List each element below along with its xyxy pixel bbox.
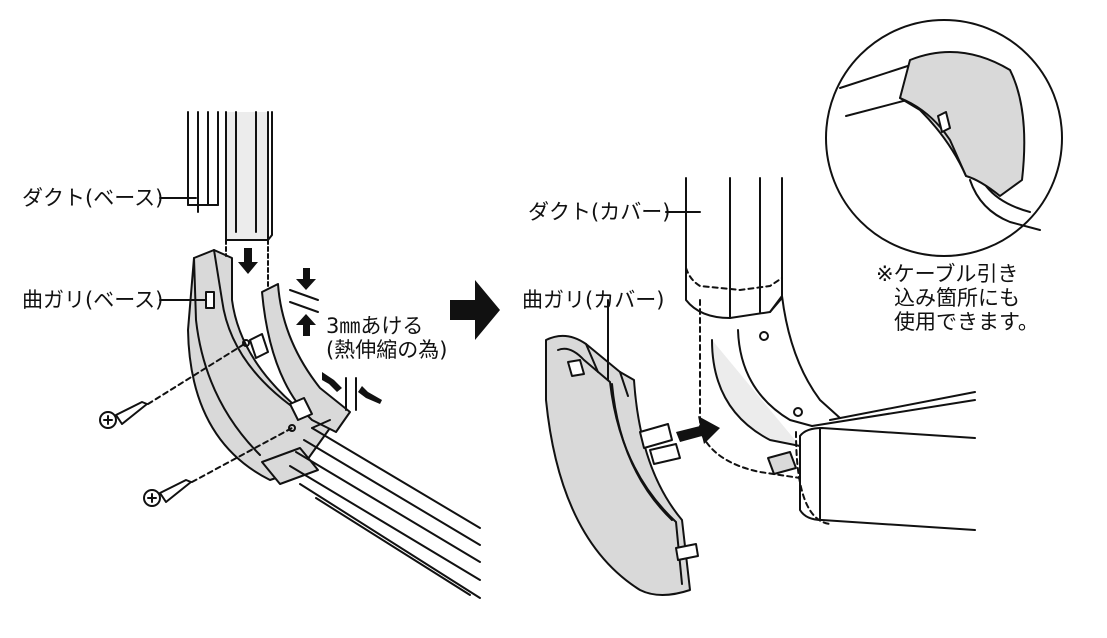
duct-cover-horizontal xyxy=(795,391,976,531)
gap-note-line2: (熱伸縮の為) xyxy=(326,338,448,363)
usage-note-line2: 込み箇所にも xyxy=(894,286,1020,311)
bend-cover-part xyxy=(545,334,699,596)
usage-note-line1: ※ケーブル引き xyxy=(876,262,1019,286)
step-arrow-icon xyxy=(450,280,500,340)
gap-note: 3㎜あける (熱伸縮の為) xyxy=(326,314,447,362)
inner-base-assembly xyxy=(699,295,841,479)
duct-cover-vertical xyxy=(685,177,783,319)
screw-upper xyxy=(99,342,247,429)
detail-magnifier xyxy=(825,19,1063,257)
insert-arrow-icon xyxy=(676,416,720,444)
label-duct-base: ダクト(ベース) xyxy=(22,186,164,210)
duct-base-horizontal xyxy=(289,419,481,599)
usage-note: ※ケーブル引き 込み箇所にも 使用できます。 xyxy=(876,262,1039,334)
duct-base-vertical xyxy=(187,111,273,241)
gap-note-line1: 3㎜あける xyxy=(326,314,424,338)
label-duct-cover: ダクト(カバー) xyxy=(528,200,671,224)
usage-note-line3: 使用できます。 xyxy=(894,310,1039,335)
bend-base-part xyxy=(187,249,351,485)
label-bend-cover: 曲ガリ(カバー) xyxy=(522,288,665,312)
screw-lower xyxy=(143,427,293,507)
label-bend-base: 曲ガリ(ベース) xyxy=(22,288,164,312)
